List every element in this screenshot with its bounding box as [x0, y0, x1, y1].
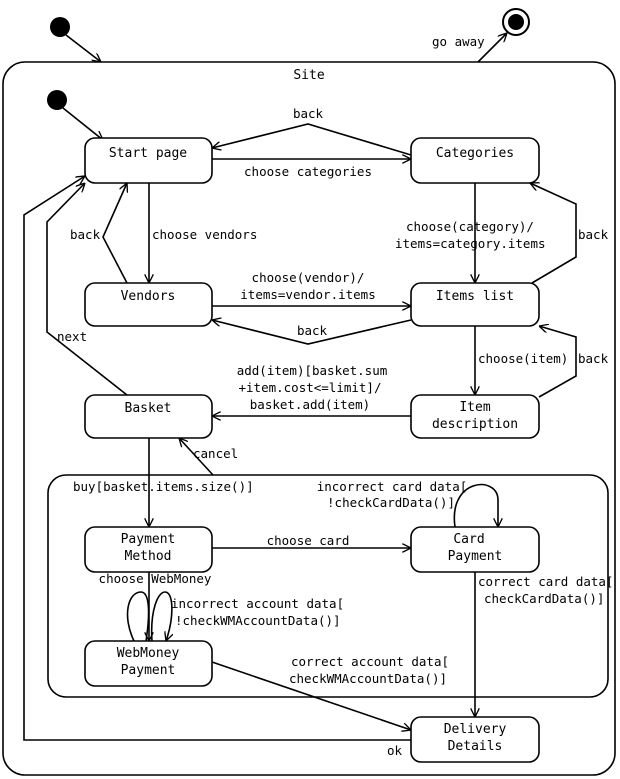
state-payment-method-line1: Payment [121, 532, 176, 547]
label-back-vendors-start: back [70, 227, 101, 242]
label-back-categories-start: back [293, 106, 324, 121]
state-vendors-label: Vendors [121, 289, 176, 304]
transition-back-items-vendors [212, 320, 412, 345]
transition-incorrect-card [453, 483, 498, 528]
initial-transition-outer [65, 34, 101, 62]
label-next: next [57, 329, 87, 344]
label-add-item-line3: basket.add(item) [250, 397, 370, 412]
label-ok: ok [387, 743, 403, 758]
state-card-payment-line2: Payment [448, 549, 503, 564]
label-cancel: cancel [193, 446, 238, 461]
state-card-payment-line1: Card [453, 532, 484, 547]
label-correct-account-line1: correct account data[ [291, 654, 449, 669]
label-choose-item: choose(item) [478, 351, 568, 366]
state-webmoney-payment-line1: WebMoney [117, 646, 180, 661]
label-choose-category-line1: choose(category)/ [406, 219, 534, 234]
state-start-page-label: Start page [109, 146, 187, 161]
state-basket[interactable]: Basket [84, 394, 213, 439]
state-categories-label: Categories [436, 146, 514, 161]
label-correct-card-line2: checkCardData()] [484, 591, 604, 606]
initial-state-inner [47, 90, 67, 110]
label-choose-webmoney: choose WebMoney [99, 571, 212, 586]
state-basket-label: Basket [125, 401, 172, 416]
label-choose-category-line2: items=category.items [395, 236, 546, 251]
label-choose-categories: choose categories [244, 164, 372, 179]
state-item-description[interactable]: Item description [410, 394, 540, 439]
label-back-items-vendors: back [297, 323, 328, 338]
state-vendors[interactable]: Vendors [84, 282, 213, 327]
initial-state-outer [50, 17, 70, 37]
state-webmoney-payment-line2: Payment [121, 663, 176, 678]
transition-correct-account [211, 661, 411, 730]
label-correct-account-line2: checkWMAccountData()] [289, 671, 447, 686]
go-away-transition [477, 33, 507, 63]
state-card-payment[interactable]: Card Payment [410, 526, 540, 573]
label-back-items-categories: back [578, 227, 609, 242]
state-categories[interactable]: Categories [410, 137, 540, 184]
transition-cancel [179, 438, 214, 476]
state-payment-method-line2: Method [125, 549, 172, 564]
state-payment-method[interactable]: Payment Method [84, 526, 213, 573]
transition-incorrect-account-left-loop [126, 591, 150, 642]
state-item-description-line2: description [432, 417, 518, 432]
label-back-description-items: back [578, 351, 609, 366]
state-delivery-details-line1: Delivery [444, 722, 507, 737]
label-choose-vendor-line1: choose(vendor)/ [252, 270, 365, 285]
transition-ok [23, 176, 411, 741]
label-choose-vendors: choose vendors [152, 227, 257, 242]
label-add-item-line2: +item.cost<=limit]/ [239, 380, 382, 395]
label-incorrect-account-line2: !checkWMAccountData()] [175, 613, 341, 628]
label-add-item-line1: add(item)[basket.sum [237, 363, 388, 378]
label-buy: buy[basket.items.size()] [73, 479, 254, 494]
transition-back-vendors-start [102, 183, 127, 284]
state-item-description-line1: Item [459, 400, 490, 415]
go-away-label: go away [432, 34, 485, 49]
state-items-list[interactable]: Items list [410, 282, 540, 327]
label-incorrect-card-line1: incorrect card data[ [317, 479, 468, 494]
state-delivery-details-line2: Details [448, 739, 503, 754]
label-incorrect-account-line1: incorrect account data[ [171, 596, 344, 611]
state-delivery-details[interactable]: Delivery Details [410, 716, 540, 763]
transition-back-categories-start [212, 123, 412, 156]
transition-back-items-categories [530, 183, 577, 284]
label-correct-card-line1: correct card data[ [478, 574, 613, 589]
label-incorrect-card-line2: !checkCardData()] [327, 495, 455, 510]
initial-transition-inner [62, 107, 103, 140]
site-title: Site [293, 68, 324, 83]
state-items-list-label: Items list [436, 289, 514, 304]
transition-incorrect-account [150, 591, 172, 641]
final-state-core [508, 14, 524, 30]
transition-back-description-items [539, 326, 577, 398]
label-choose-card: choose card [267, 533, 350, 548]
transition-next [46, 183, 128, 396]
state-start-page[interactable]: Start page [84, 137, 213, 184]
label-choose-vendor-line2: items=vendor.items [240, 287, 375, 302]
state-webmoney-payment[interactable]: WebMoney Payment [84, 640, 213, 687]
